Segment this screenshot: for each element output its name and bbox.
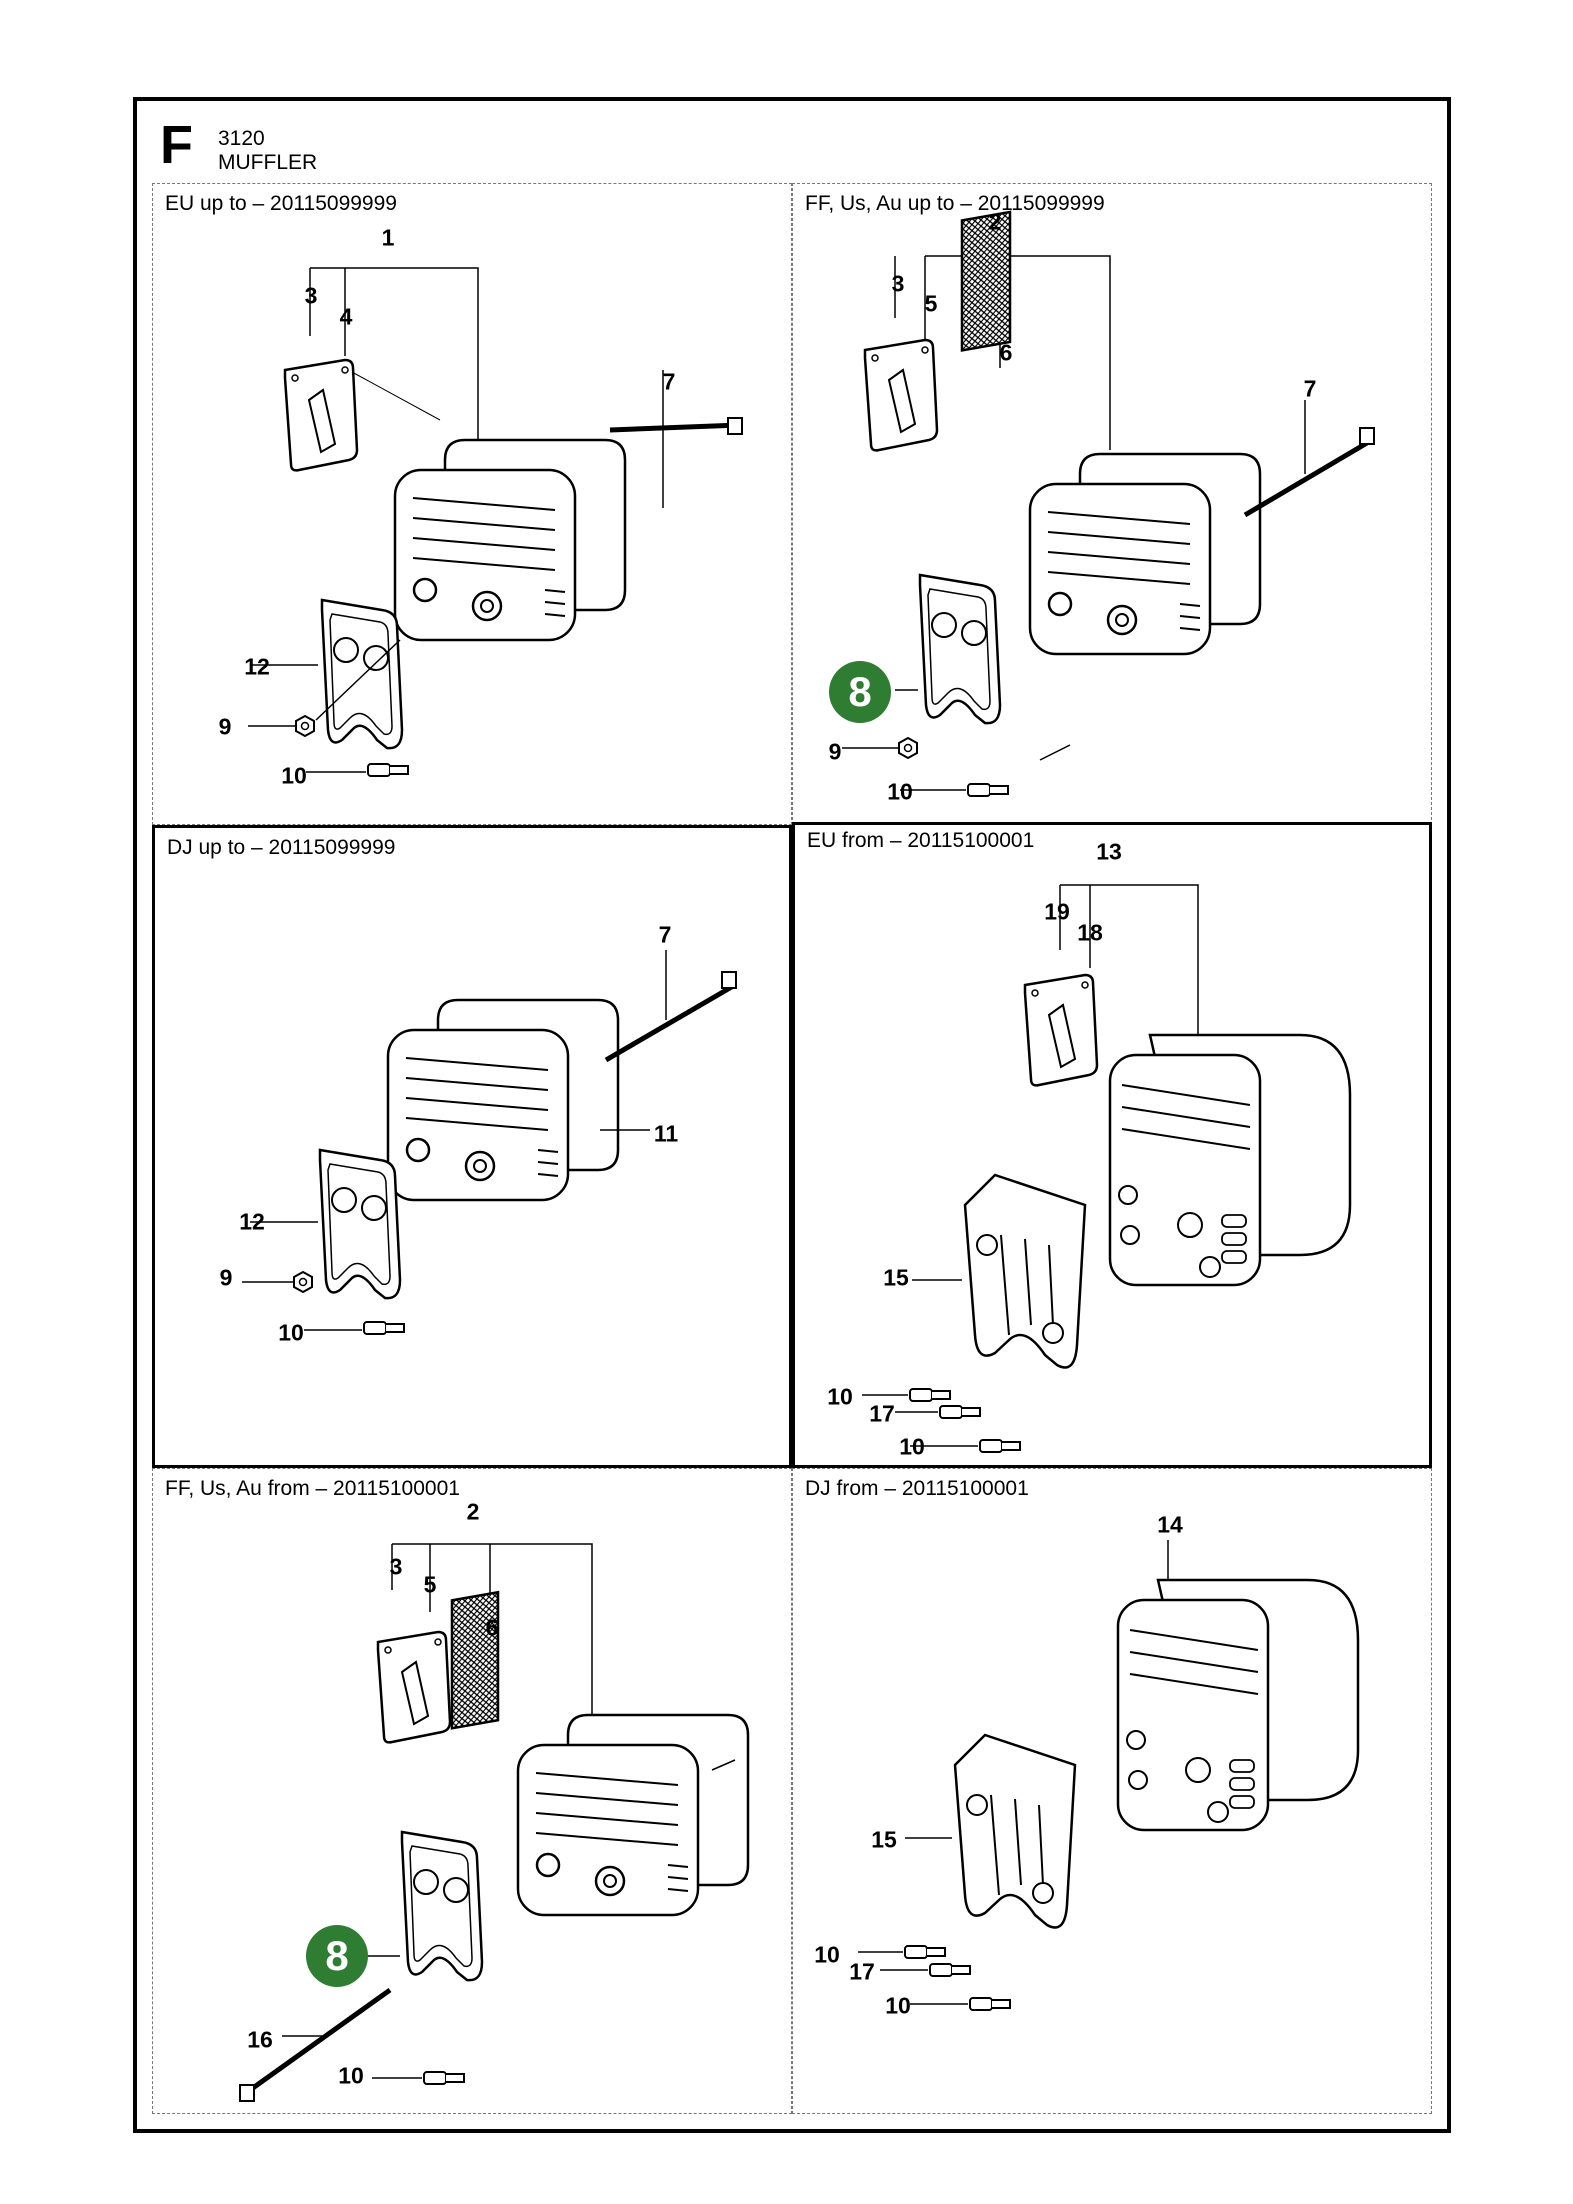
callout-9: 9 [218, 713, 232, 740]
panel-title: FF, Us, Au from – 20115100001 [165, 1477, 460, 1500]
drawing-ff-from [239, 1543, 750, 2102]
callout-19: 19 [1044, 898, 1070, 925]
drawing-dj-from [858, 1540, 1360, 2011]
callout-1: 1 [381, 224, 395, 251]
callout-6: 6 [999, 339, 1013, 366]
callout-16: 16 [247, 2026, 273, 2053]
panel-dj-from: DJ from – 20115100001 [792, 1468, 1432, 2114]
callout-17: 17 [849, 1958, 875, 1985]
callout-2: 2 [988, 208, 1002, 235]
callout-6: 6 [485, 1614, 499, 1641]
callout-9: 9 [219, 1264, 233, 1291]
callout-14: 14 [1157, 1511, 1183, 1538]
callout-3: 3 [304, 282, 318, 309]
drawing-eu-from [862, 884, 1352, 1453]
page-frame [133, 97, 1451, 2133]
panel-title: FF, Us, Au up to – 20115099999 [805, 192, 1105, 215]
drawing-eu-up-to [248, 267, 743, 777]
callout-5: 5 [924, 290, 938, 317]
callout-8-badge: 8 [829, 661, 891, 723]
callout-12: 12 [239, 1208, 265, 1235]
drawing-ff-up-to [842, 210, 1375, 797]
callout-17: 17 [869, 1400, 895, 1427]
callout-10: 10 [899, 1433, 925, 1460]
callout-10: 10 [827, 1383, 853, 1410]
drawing-dj-up-to [242, 950, 737, 1335]
panel-title: DJ up to – 20115099999 [167, 836, 396, 859]
callout-3: 3 [891, 270, 905, 297]
callout-2: 2 [466, 1498, 480, 1525]
panel-eu-up-to: EU up to – 20115099999 [152, 183, 792, 825]
callout-4: 4 [339, 303, 353, 330]
callout-12: 12 [244, 653, 270, 680]
panel-title: DJ from – 20115100001 [805, 1477, 1029, 1500]
section-name: MUFFLER [218, 151, 318, 174]
callout-10: 10 [885, 1992, 911, 2019]
callout-3: 3 [389, 1553, 403, 1580]
callout-18: 18 [1077, 919, 1103, 946]
callout-7: 7 [1303, 375, 1317, 402]
callout-10: 10 [278, 1319, 304, 1346]
callout-15: 15 [883, 1264, 909, 1291]
callout-9: 9 [828, 738, 842, 765]
panel-dj-up-to: DJ up to – 20115099999 [152, 825, 792, 1468]
callout-10: 10 [814, 1941, 840, 1968]
callout-13: 13 [1096, 838, 1122, 865]
callout-7: 7 [662, 368, 676, 395]
callout-8-badge: 8 [306, 1925, 368, 1987]
callout-7: 7 [658, 921, 672, 948]
panel-title: EU up to – 20115099999 [165, 192, 397, 215]
panel-ff-us-au-from: FF, Us, Au from – 20115100001 [152, 1468, 792, 2114]
callout-10: 10 [338, 2062, 364, 2089]
callout-5: 5 [423, 1571, 437, 1598]
panel-title: EU from – 20115100001 [807, 829, 1035, 852]
callout-11: 11 [653, 1120, 679, 1147]
callout-10: 10 [281, 762, 307, 789]
callout-15: 15 [871, 1826, 897, 1853]
section-letter: F [160, 115, 193, 175]
callout-10: 10 [887, 778, 913, 805]
panel-eu-from: EU from – 20115100001 [792, 822, 1432, 1468]
section-number: 3120 [218, 127, 265, 150]
